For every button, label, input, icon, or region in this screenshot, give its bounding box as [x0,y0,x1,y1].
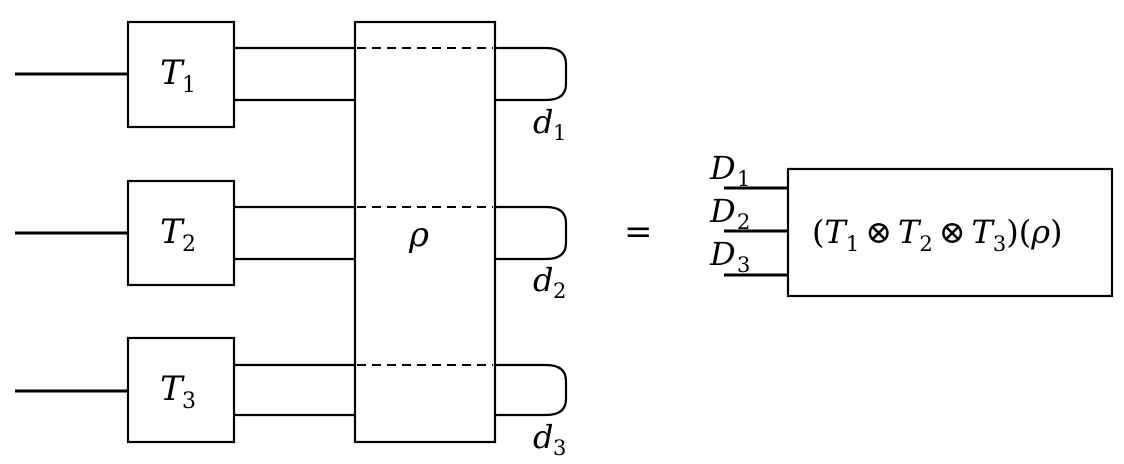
formula-t1: T [824,213,848,251]
formula-t1-sub: 1 [846,232,859,256]
formula-t3: T [972,213,996,251]
combined-box [786,167,1114,298]
output-label-d2: d [533,261,553,299]
channel-label-t2: T [160,212,185,252]
trace-loop-3 [495,363,568,417]
channel-t2: T 2 [15,179,355,287]
channel-box-t1 [126,20,236,129]
output-loops: d 1 d 2 d 3 [495,46,568,460]
equals-sign: = [624,212,653,252]
output-label-d3: d [533,418,553,456]
channel-t3: T 3 [15,336,355,444]
formula-otimes-1: ⊗ [865,213,892,251]
channel-box-t3 [126,336,236,444]
formula-close-open: )( [1006,213,1031,251]
channel-box-t2 [126,179,236,287]
state-rho: ρ [353,20,497,444]
formula-t2-sub: 2 [919,232,932,256]
combined-box-formula: (T1⊗T2⊗T3)(ρ) [812,213,1063,256]
channel-label-t3: T [160,369,185,409]
formula-open-paren: ( [812,213,824,251]
formula-t3-sub: 3 [993,232,1006,256]
trace-loop-2 [495,205,568,261]
input-label-D2: D [709,192,736,230]
input-sub-D1: 1 [737,167,750,191]
channel-sub-t1: 1 [182,73,196,98]
state-box [353,20,497,444]
input-sub-D2: 2 [737,210,750,234]
formula-rho: ρ [1030,213,1050,251]
input-sub-D3: 3 [737,253,750,277]
trace-loop-1 [495,46,568,102]
channel-sub-t2: 2 [182,232,196,257]
formula-t2: T [898,213,922,251]
channel-sub-t3: 3 [182,389,196,414]
combined-channel: D 1 D 2 D 3 (T1⊗T2⊗T3)(ρ) [709,149,1114,298]
channel-t1: T 1 [15,20,355,129]
formula-otimes-2: ⊗ [939,213,966,251]
input-label-D1: D [709,149,736,187]
output-sub-d3: 3 [553,436,566,460]
output-label-d1: d [533,103,553,141]
formula-end-paren: ) [1050,213,1062,251]
output-sub-d2: 2 [553,279,566,303]
output-sub-d1: 1 [553,121,566,145]
channel-label-t1: T [160,53,185,93]
state-label-rho: ρ [408,215,429,255]
input-label-D3: D [709,235,736,273]
